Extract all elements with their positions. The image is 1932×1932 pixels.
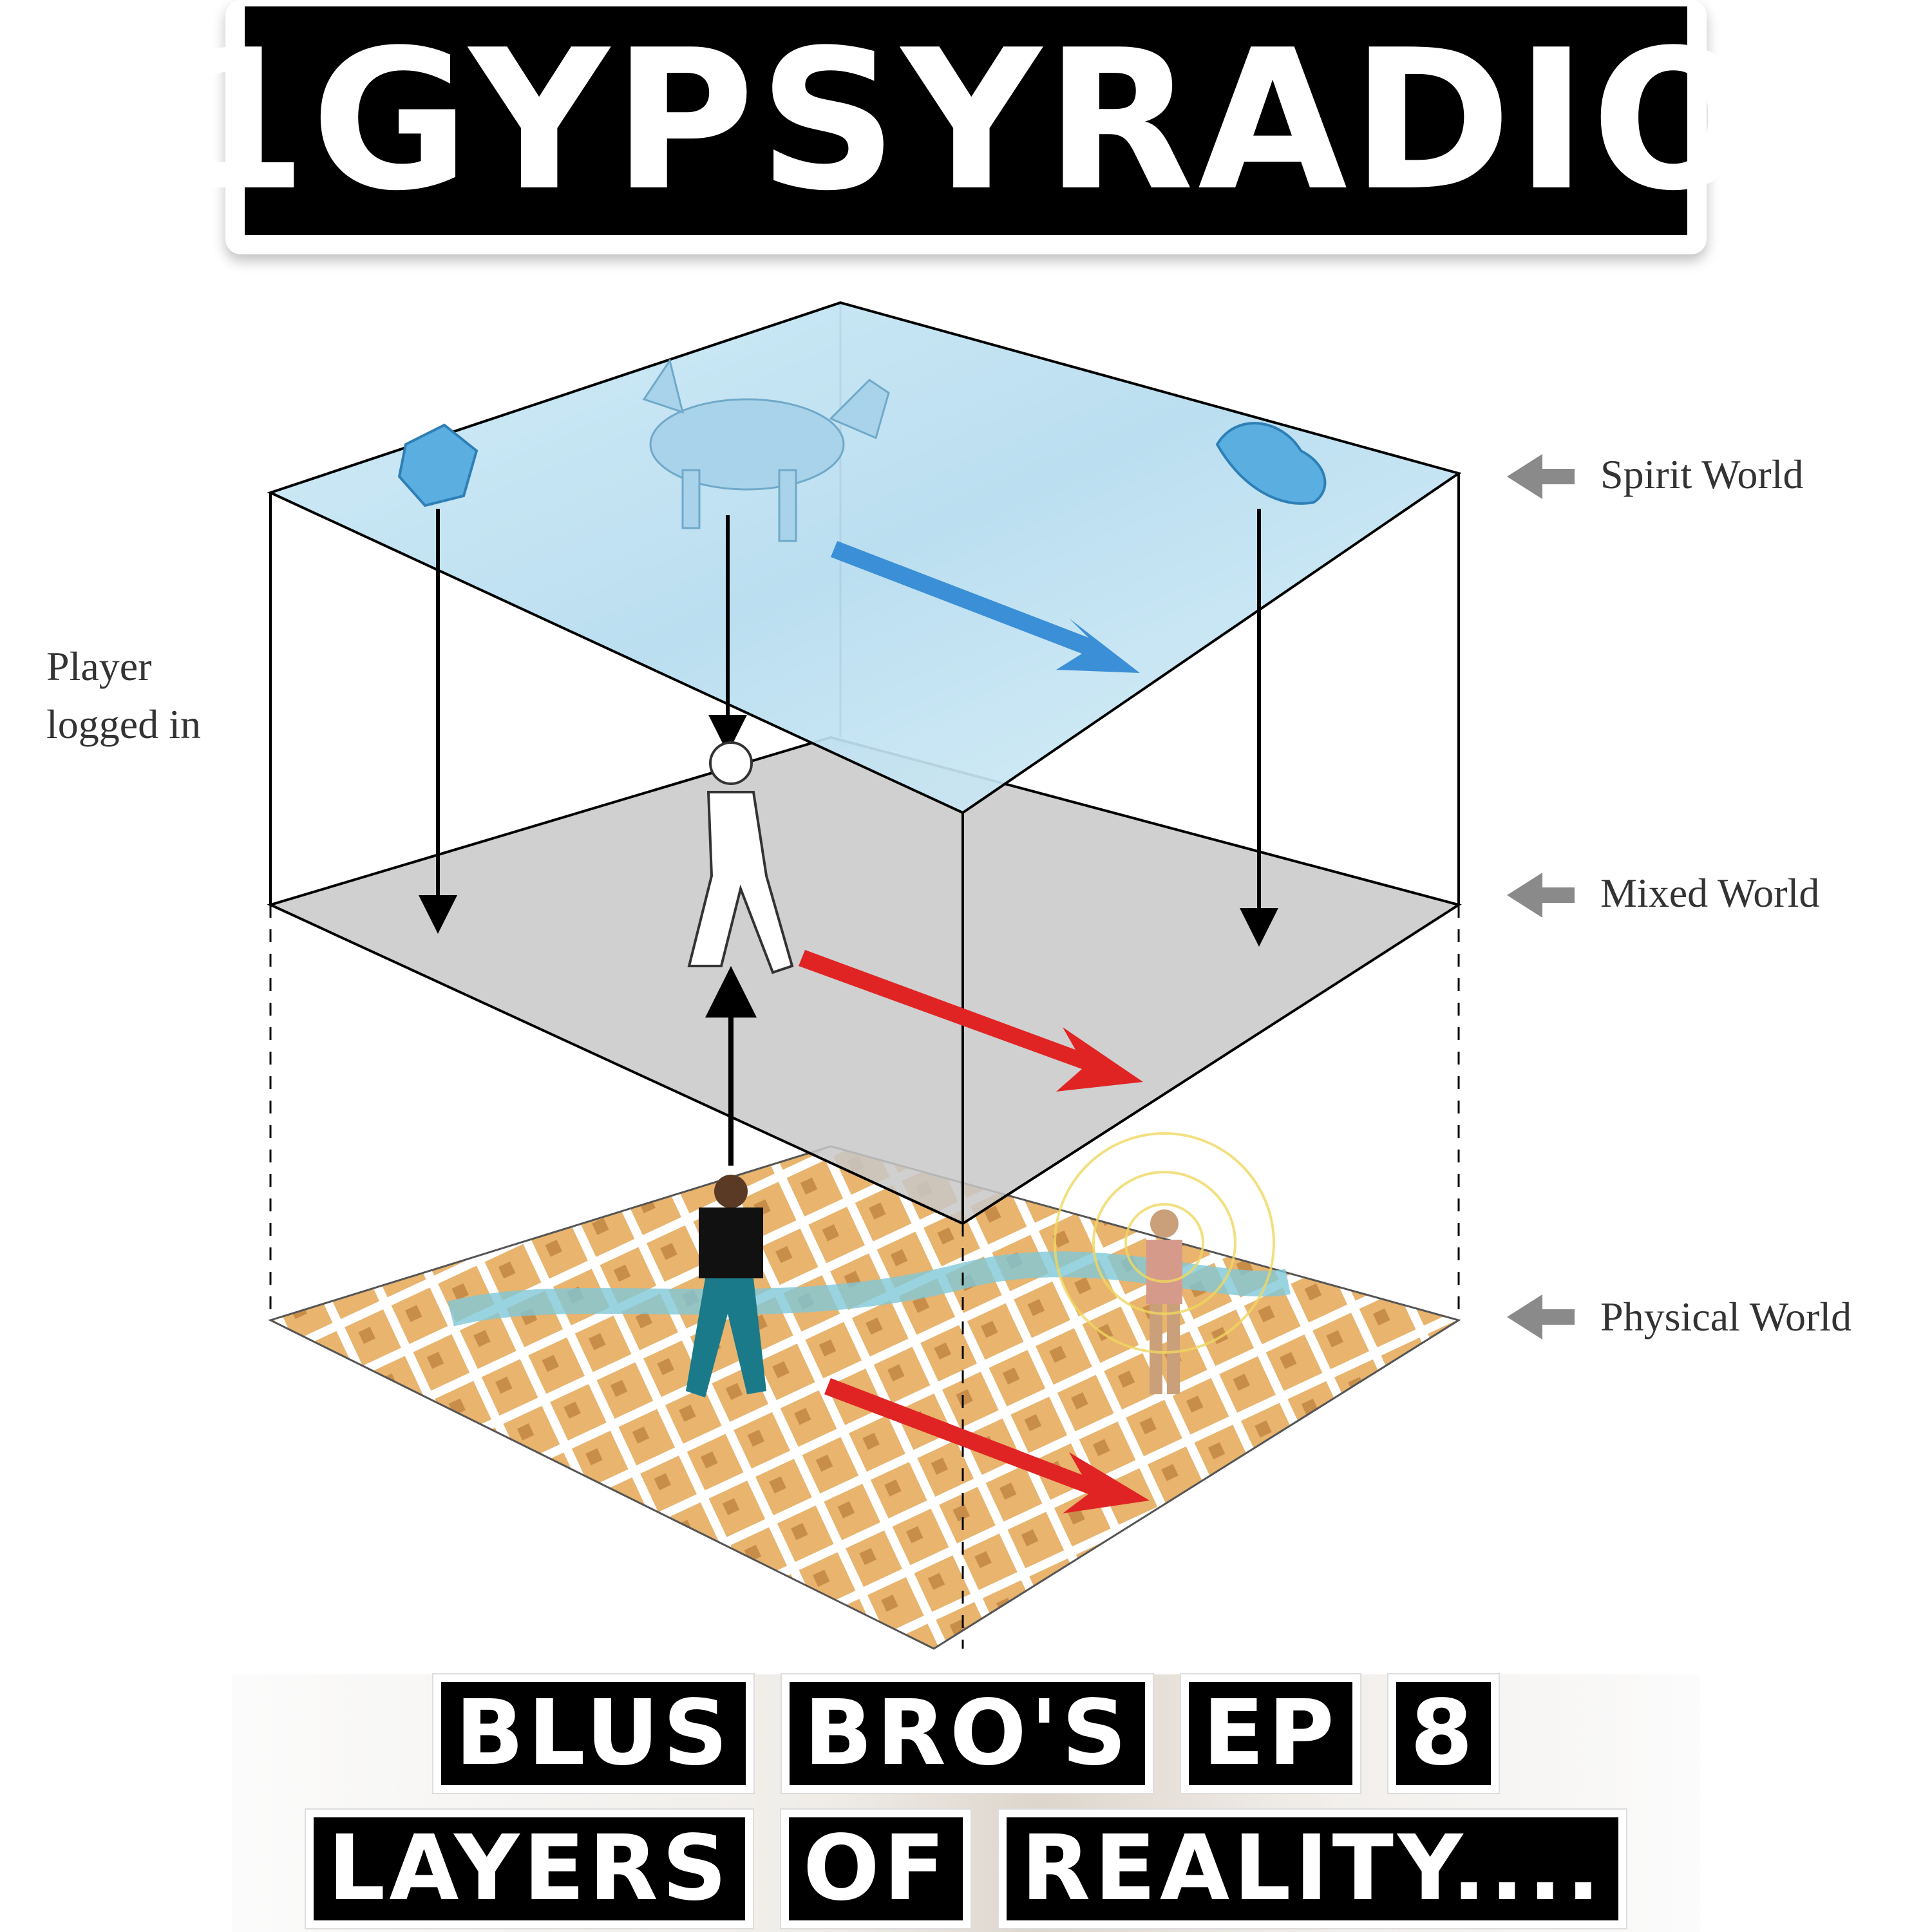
- player-logged-in-label: Player logged in: [46, 643, 201, 747]
- physical-flow-arrow: [824, 1378, 1150, 1513]
- mixed-world-label: Mixed World: [1600, 870, 1820, 916]
- caption-word: LAYERS: [306, 1810, 753, 1928]
- spirit-world-label: Spirit World: [1600, 451, 1804, 497]
- caption-word: EP: [1180, 1674, 1360, 1793]
- page-title: 1GYPSYRADIO: [173, 8, 1759, 233]
- standing-woman-icon: [1146, 1209, 1182, 1394]
- signal-rings: [1054, 1132, 1275, 1354]
- physical-pointer-arrow: [1507, 1294, 1575, 1340]
- caption-word: REALITY....: [999, 1810, 1626, 1928]
- caption-word: OF: [781, 1810, 971, 1928]
- wolf-icon: [642, 358, 890, 542]
- caption-word: BRO'S: [782, 1674, 1153, 1793]
- caption-line-1: BLUS BRO'S EP 8: [0, 1674, 1932, 1793]
- gem-icon: [397, 423, 478, 507]
- title-banner: 1GYPSYRADIO: [173, 0, 1756, 254]
- caption-word: 8: [1388, 1674, 1499, 1793]
- walking-man-icon: [686, 1175, 766, 1397]
- player-silhouette-icon: [687, 741, 794, 974]
- mixed-pointer-arrow: [1507, 873, 1575, 918]
- mixed-flow-arrow: [799, 950, 1143, 1092]
- map-river: [448, 1251, 1291, 1327]
- physical-world-label: Physical World: [1600, 1294, 1852, 1340]
- spirit-pointer-arrow: [1507, 454, 1575, 499]
- caption-line-2: LAYERS OF REALITY....: [0, 1810, 1932, 1928]
- title-inner: 1GYPSYRADIO: [173, 6, 1756, 235]
- caption-word: BLUS: [433, 1674, 754, 1793]
- spirit-flow-arrow: [831, 541, 1140, 673]
- glove-icon: [1215, 422, 1327, 505]
